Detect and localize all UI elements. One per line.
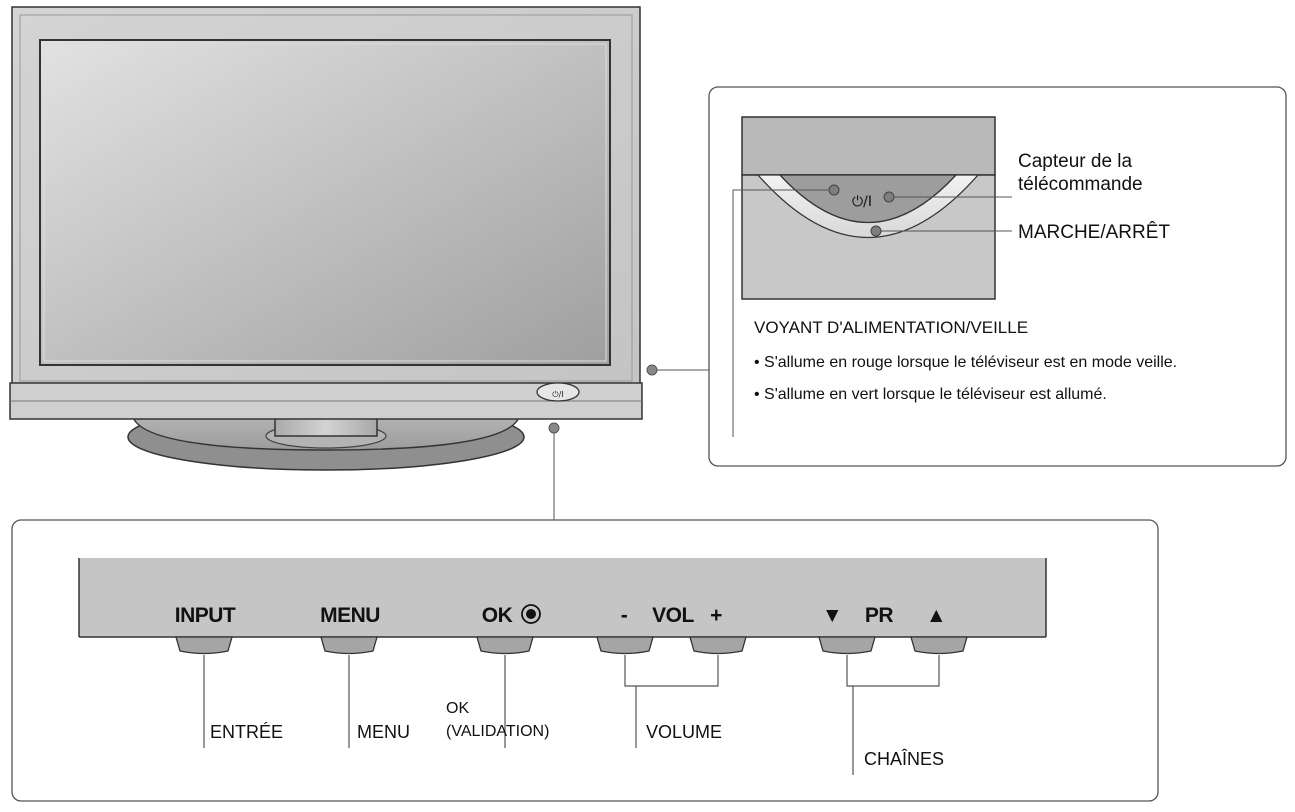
ok-symbol-icon	[521, 604, 541, 624]
sensor-panel: ⏻/I	[708, 86, 1287, 467]
tv-front-power-glyph: ⏻/I	[552, 390, 563, 399]
vol-label: VOL	[652, 604, 694, 627]
menu-button-cap	[320, 636, 378, 655]
remote-sensor-label: Capteur de la télécommande	[1018, 151, 1143, 195]
sensor-power-glyph: ⏻/I	[852, 194, 872, 210]
indicator-title: VOYANT D'ALIMENTATION/VEILLE	[754, 318, 1029, 337]
tv-side-indicator-dot	[646, 364, 658, 376]
pr-label: PR	[864, 604, 894, 627]
indicator-note-standby: • S'allume en rouge lorsque le téléviseu…	[754, 354, 1178, 371]
tv-bottom-controls-dot	[548, 422, 560, 434]
menu-caption: MENU	[357, 722, 410, 742]
input-button-label: INPUT	[174, 604, 236, 627]
pr-up-button-cap	[910, 636, 968, 655]
ok-button-cap	[476, 636, 534, 655]
ok-caption-line2: (VALIDATION)	[446, 723, 550, 740]
menu-button-label: MENU	[320, 604, 380, 627]
pr-down-arrow-icon: ▼	[821, 604, 843, 627]
volume-caption: VOLUME	[646, 722, 723, 742]
sensor-left-dot	[828, 184, 840, 196]
tv-screen	[39, 39, 611, 366]
tv-illustration: ⏻/I	[9, 6, 710, 520]
sensor-power-dot	[870, 225, 882, 237]
ok-caption-line1: OK	[446, 700, 470, 717]
vol-minus-label: -	[620, 604, 628, 627]
input-button-cap	[175, 636, 233, 655]
power-switch-label: MARCHE/ARRÊT	[1018, 222, 1171, 243]
pr-down-button-cap	[818, 636, 876, 655]
tv-front-power-button	[536, 382, 580, 402]
sensor-right-dot	[883, 191, 895, 203]
vol-plus-button-cap	[689, 636, 747, 655]
ok-button-label: OK	[481, 604, 513, 627]
vol-plus-label: +	[710, 604, 722, 627]
indicator-note-on: • S'allume en vert lorsque le téléviseur…	[754, 386, 1107, 403]
input-caption: ENTRÉE	[210, 722, 284, 742]
pr-up-arrow-icon: ▲	[925, 604, 947, 627]
channels-caption: CHAÎNES	[864, 749, 945, 769]
vol-minus-button-cap	[596, 636, 654, 655]
control-panel	[11, 519, 1159, 802]
